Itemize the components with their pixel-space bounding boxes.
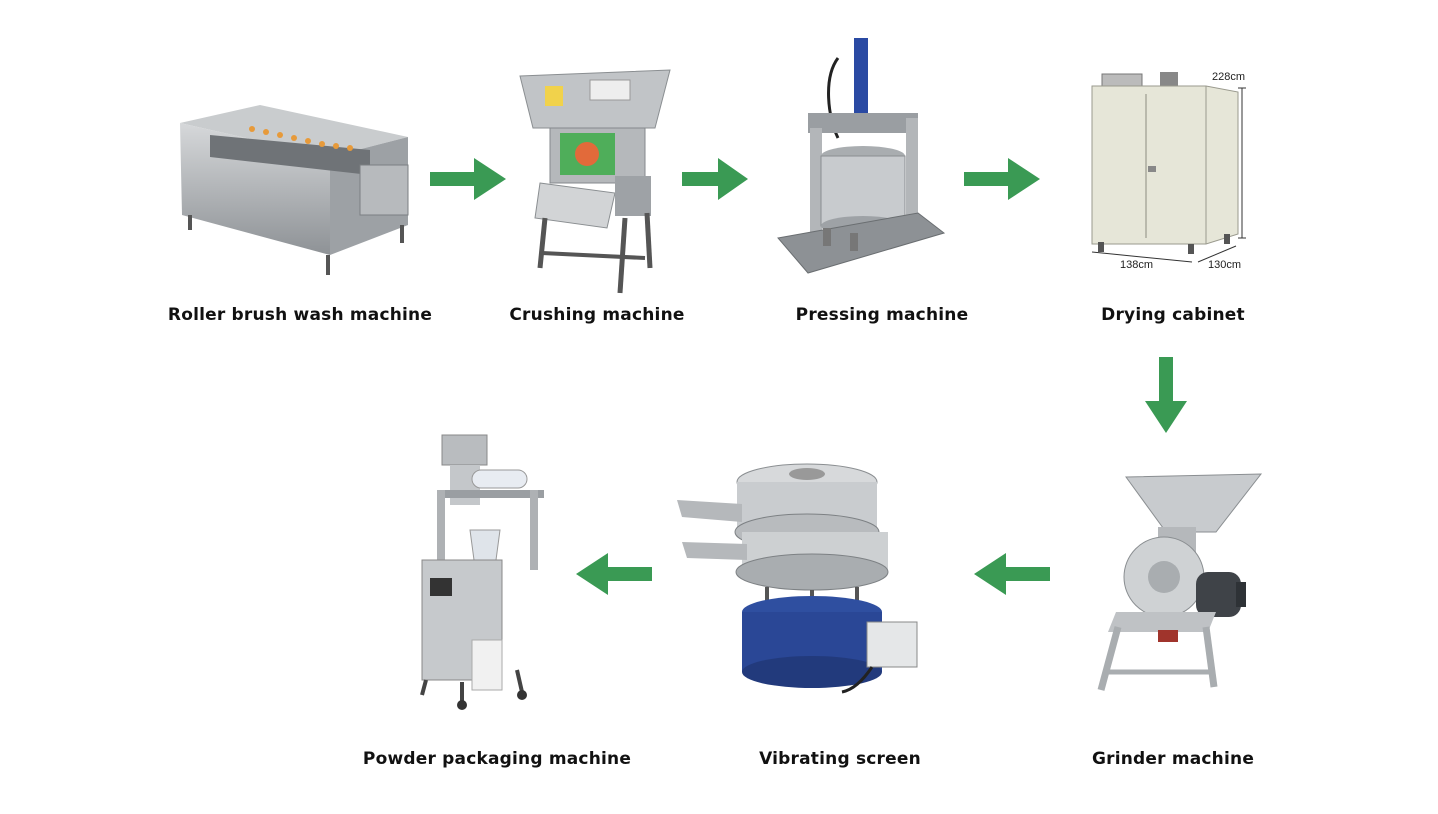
dimension-width: 138cm bbox=[1120, 259, 1153, 271]
grinder-image bbox=[1096, 472, 1264, 697]
roller-brush-washer-image bbox=[170, 95, 420, 290]
flow-arrow-left-2 bbox=[576, 553, 652, 595]
hydraulic-press-image bbox=[768, 38, 946, 283]
dimension-height: 228cm bbox=[1212, 71, 1245, 83]
machine-label-crusher: Crushing machine bbox=[509, 305, 685, 325]
dimension-depth: 130cm bbox=[1208, 259, 1241, 271]
drying-cabinet-image: 228cm 138cm 130cm bbox=[1088, 66, 1258, 276]
crusher-image bbox=[515, 68, 675, 300]
flow-arrow-right-2 bbox=[682, 158, 748, 200]
machine-label-grinder: Grinder machine bbox=[1091, 749, 1255, 769]
machine-label-drying-cabinet: Drying cabinet bbox=[1101, 305, 1245, 325]
flow-arrow-right-1 bbox=[430, 158, 506, 200]
flow-arrow-left-1 bbox=[974, 553, 1050, 595]
packaging-machine-image bbox=[412, 430, 557, 715]
flow-arrow-right-3 bbox=[964, 158, 1040, 200]
machine-label-roller-brush-washer: Roller brush wash machine bbox=[167, 305, 433, 325]
flow-arrow-down bbox=[1145, 357, 1187, 433]
machine-label-hydraulic-press: Pressing machine bbox=[795, 305, 969, 325]
vibrating-sieve-image bbox=[672, 462, 927, 700]
machine-label-vibrating-sieve: Vibrating screen bbox=[759, 749, 921, 769]
machine-label-packaging-machine: Powder packaging machine bbox=[362, 749, 632, 769]
